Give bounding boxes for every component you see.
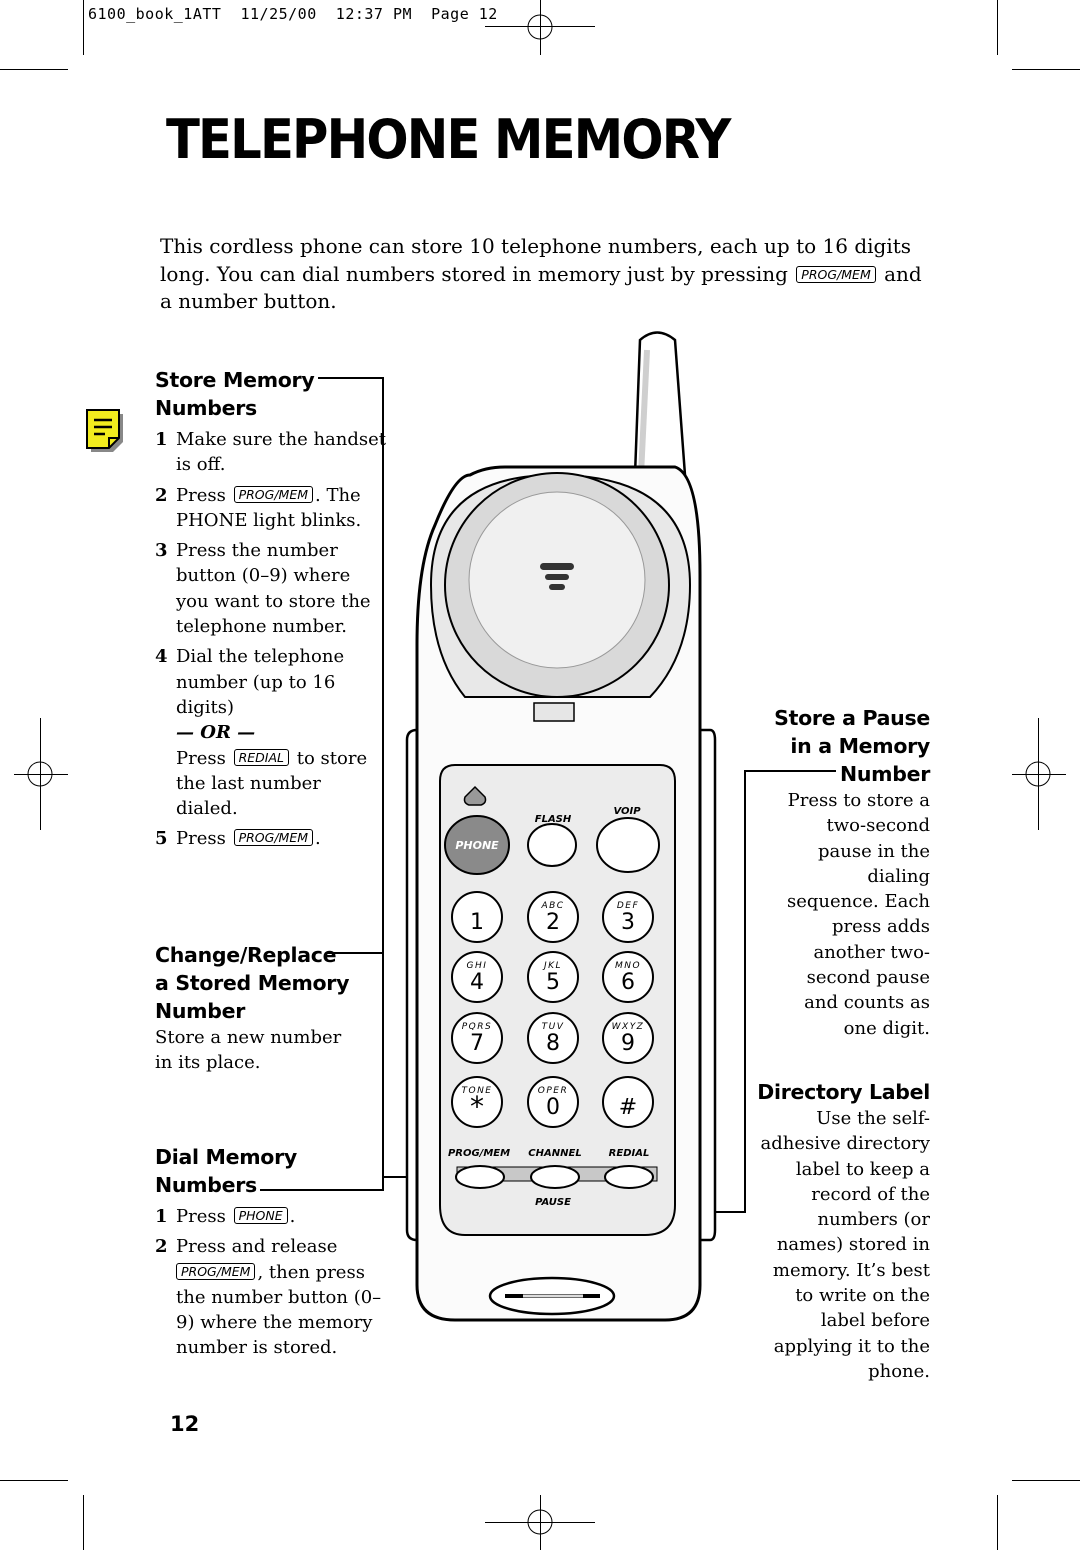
change-heading-3: Number	[155, 999, 245, 1023]
key-letters: PQRS	[462, 1022, 492, 1032]
key-letters: TUV	[542, 1022, 565, 1032]
phone-button-label: PHONE	[455, 839, 499, 852]
redial-button[interactable]	[604, 1165, 654, 1189]
printer-slug: 6100_book_1ATT 11/25/00 12:37 PM Page 12	[88, 5, 498, 23]
key-digit: 0	[546, 1095, 560, 1120]
directory-heading: Directory Label	[757, 1080, 930, 1104]
phone-key-label: PHONE	[233, 1207, 288, 1224]
redial-label: REDIAL	[609, 1148, 650, 1159]
key-letters: GHI	[467, 961, 488, 971]
store-heading-1: Store Memory	[155, 368, 315, 392]
up-arrow-button[interactable]	[463, 785, 487, 806]
flash-button[interactable]	[527, 823, 577, 867]
flash-label: FLASH	[535, 814, 572, 825]
phone-button[interactable]	[444, 815, 510, 875]
key-digit: 8	[546, 1031, 560, 1056]
prog-mem-label: PROG/MEM	[448, 1148, 510, 1159]
key-letters: ABC	[540, 901, 564, 911]
prog-mem-key-label: PROG/MEM	[796, 265, 876, 283]
prog-mem-button[interactable]	[455, 1165, 505, 1189]
key-pound-button[interactable]: #	[602, 1076, 654, 1128]
pause-heading-3: Number	[840, 762, 930, 786]
key-letters: JKL	[542, 961, 562, 971]
channel-label: CHANNEL	[528, 1148, 581, 1159]
page-title: TELEPHONE MEMORY	[166, 108, 731, 171]
key-1-button[interactable]: 1	[451, 891, 503, 943]
key-letters: WXYZ	[612, 1022, 645, 1032]
page-number: 12	[170, 1412, 200, 1436]
key-digit: 9	[621, 1031, 635, 1056]
intro-paragraph: This cordless phone can store 10 telepho…	[160, 233, 930, 316]
redial-instruction: Press REDIAL to store the last number di…	[176, 747, 368, 820]
change-heading-2: a Stored Memory	[155, 971, 350, 995]
key-digit: 4	[470, 970, 484, 995]
key-letters: DEF	[617, 901, 639, 911]
dial-heading-1: Dial Memory	[155, 1145, 297, 1169]
key-digit: 6	[621, 970, 635, 995]
pause-heading-1: Store a Pause	[774, 706, 930, 730]
note-icon	[86, 409, 123, 452]
change-replace-section: Change/Replace a Stored Memory Number St…	[155, 941, 385, 1076]
redial-key-label: REDIAL	[233, 748, 289, 766]
dial-heading-2: Numbers	[155, 1173, 257, 1197]
key-digit: 7	[470, 1031, 484, 1056]
or-separator: — OR —	[176, 722, 256, 744]
channel-button[interactable]	[530, 1165, 580, 1189]
key-digit: 3	[621, 910, 635, 935]
key-digit: 1	[470, 910, 484, 935]
key-digit: *	[470, 1090, 484, 1123]
store-heading-2: Numbers	[155, 396, 257, 420]
key-digit: #	[619, 1095, 637, 1120]
key-digit: 2	[546, 910, 560, 935]
pause-heading-2: in a Memory	[790, 734, 930, 758]
pause-label: PAUSE	[535, 1197, 571, 1208]
prog-mem-key-label: PROG/MEM	[233, 485, 314, 503]
intro-text-1: This cordless phone can store 10 telepho…	[160, 234, 912, 286]
pause-text: Press to store a two-second pause in the…	[787, 790, 930, 1039]
key-star-button[interactable]: TONE*	[451, 1076, 503, 1128]
speaker-icon	[540, 563, 574, 590]
change-text: Store a new number in its place.	[155, 1027, 342, 1074]
prog-mem-key-label: PROG/MEM	[233, 829, 314, 847]
directory-label-section: Directory Label Use the self-adhesive di…	[750, 1078, 930, 1384]
voip-label: VOIP	[613, 806, 641, 817]
store-pause-section: Store a Pause in a Memory Number Press t…	[750, 704, 930, 1041]
key-letters: TONE	[461, 1086, 492, 1096]
voip-button[interactable]	[596, 817, 660, 873]
key-letters: OPER	[538, 1086, 568, 1096]
intro-text-2: and a number button.	[160, 261, 922, 314]
indicator-light	[533, 702, 575, 722]
key-digit: 5	[546, 970, 560, 995]
directory-text: Use the self-adhesive directory label to…	[760, 1108, 931, 1382]
prog-mem-key-label: PROG/MEM	[176, 1262, 256, 1280]
key-letters: MNO	[615, 961, 641, 971]
change-heading-1: Change/Replace	[155, 943, 337, 967]
